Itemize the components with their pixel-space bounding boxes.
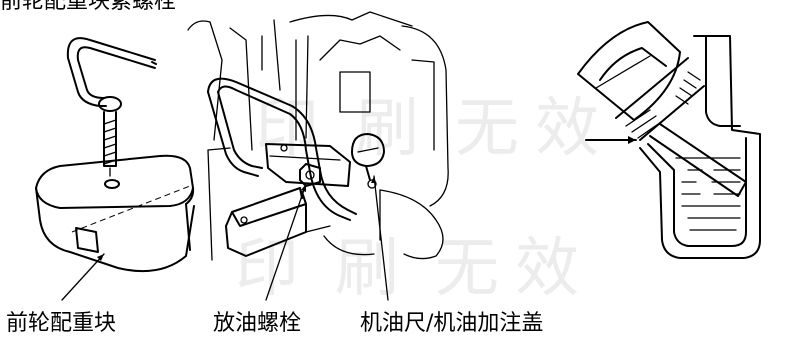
svg-text:效: 效: [515, 232, 579, 306]
front-weight-block-drawing: [35, 154, 195, 301]
drain-bolt-label: 放油螺栓: [213, 311, 302, 336]
svg-text:刷: 刷: [355, 92, 419, 166]
weight-fixing-bolt-drawing: [66, 37, 157, 177]
svg-text:印: 印: [235, 232, 299, 306]
svg-text:无: 无: [455, 92, 519, 166]
engine-drawing: [187, 11, 449, 301]
svg-text:无: 无: [435, 232, 499, 306]
front-weight-label: 前轮配重块: [6, 311, 117, 336]
svg-text:效: 效: [535, 92, 599, 166]
svg-text:刷: 刷: [335, 232, 399, 306]
watermark: 印 刷 无 效 印 刷 无 效: [235, 92, 599, 306]
weight-fixing-bolt-label: 前轮配重块紧螺栓: [0, 0, 177, 14]
dipstick-detail-inset: [577, 21, 761, 259]
dipstick-cap-label: 机油尺/机油加注盖: [360, 311, 544, 336]
